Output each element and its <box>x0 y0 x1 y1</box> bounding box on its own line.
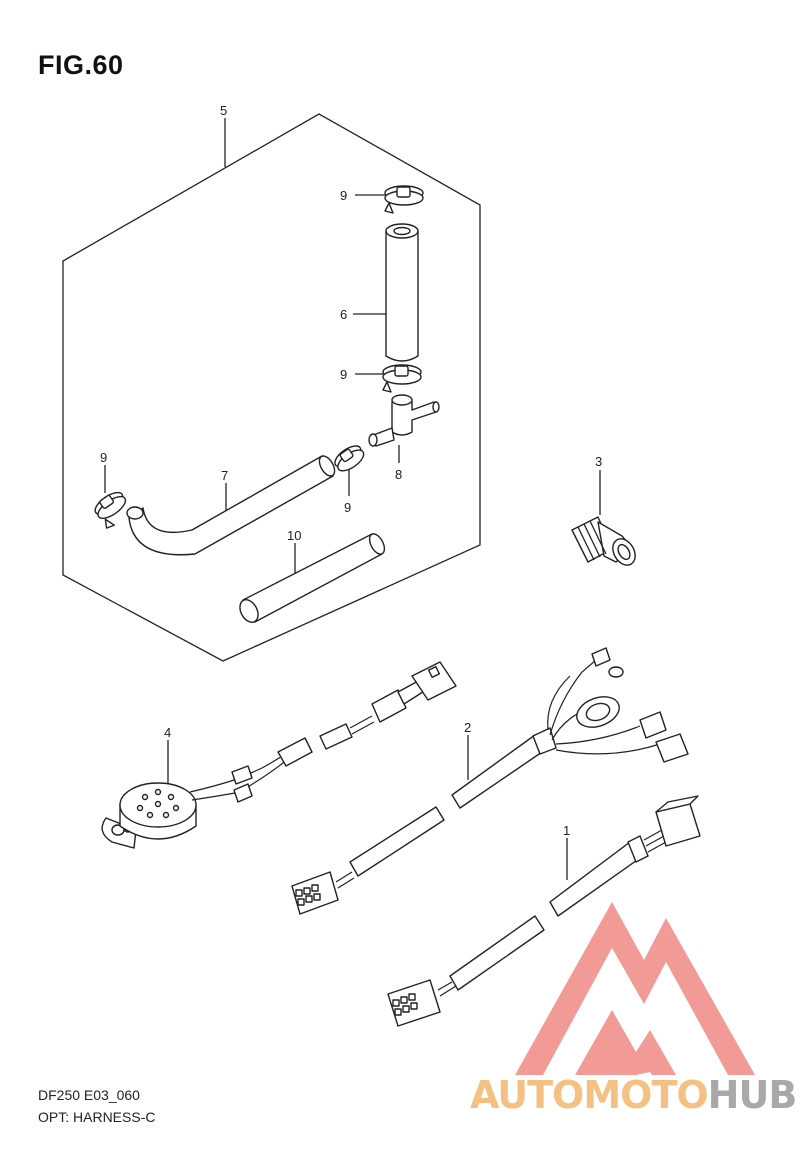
callout-3: 3 <box>595 454 602 469</box>
hose-6 <box>385 223 419 362</box>
callout-9-left: 9 <box>100 450 107 465</box>
connector-pins-1 <box>392 993 418 1016</box>
clamp-9-left <box>94 491 127 529</box>
callout-9-right: 9 <box>344 500 351 515</box>
callout-1: 1 <box>563 823 570 838</box>
t-joint-8 <box>368 394 440 447</box>
clamp-9-mid <box>382 364 422 393</box>
leader-lines <box>104 118 601 880</box>
sensor-harness-4 <box>101 661 457 849</box>
callout-5: 5 <box>220 103 227 118</box>
harness-2 <box>291 647 689 915</box>
callout-7: 7 <box>221 468 228 483</box>
section-name: OPT: HARNESS-C <box>38 1109 156 1125</box>
callout-9-top: 9 <box>340 188 347 203</box>
callout-2: 2 <box>464 720 471 735</box>
watermark-text-automoto: AUTOMOTO <box>470 1073 708 1117</box>
callout-10: 10 <box>287 528 301 543</box>
hose-7 <box>126 455 336 556</box>
model-code: DF250 E03_060 <box>38 1087 140 1103</box>
callout-6: 6 <box>340 307 347 322</box>
watermark-logo: AUTOMOTOHUB <box>470 902 797 1117</box>
clamp-9-top <box>384 185 424 214</box>
fitting-3 <box>571 516 636 566</box>
kit-outline-5 <box>62 113 481 662</box>
harness-1 <box>387 795 701 1027</box>
callout-8: 8 <box>395 467 402 482</box>
watermark-text-hub: HUB <box>708 1073 797 1117</box>
callout-9-mid: 9 <box>340 367 347 382</box>
hose-10 <box>239 533 386 623</box>
sensor-holes <box>136 788 180 819</box>
svg-text:AUTOMOTOHUB: AUTOMOTOHUB <box>470 1073 796 1117</box>
clamp-9-right <box>334 445 365 472</box>
callout-4: 4 <box>164 725 171 740</box>
connector-pins-2 <box>295 884 321 906</box>
figure-title: FIG.60 <box>38 50 124 80</box>
watermark-logo-mark <box>515 902 755 1075</box>
callout-labels: 5 9 6 9 8 9 9 7 10 3 4 2 1 <box>100 103 602 838</box>
